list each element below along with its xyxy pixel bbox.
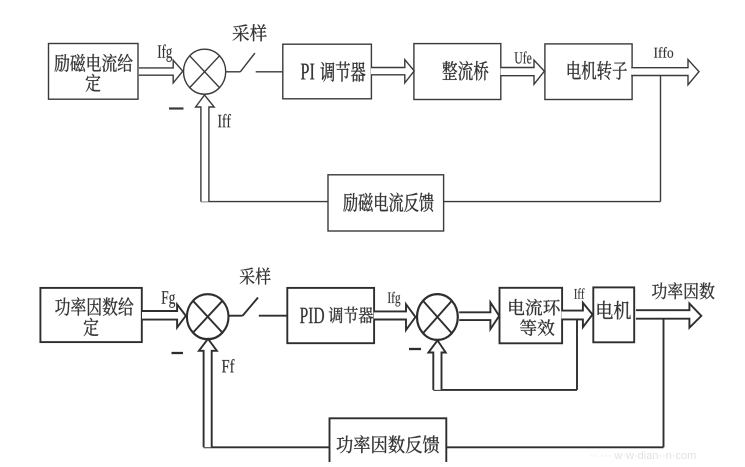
svg-text:·· ··· w·w·dian··n·com: ·· ··· w·w·dian··n·com xyxy=(590,450,696,462)
